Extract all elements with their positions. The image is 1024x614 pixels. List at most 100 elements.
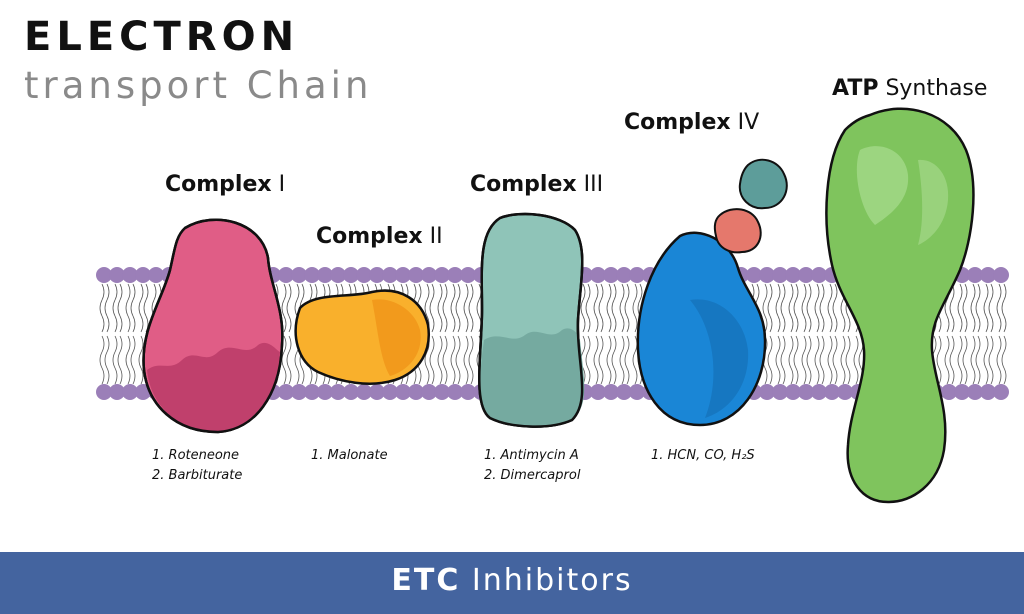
lipid-head: [785, 267, 801, 283]
lipid-tail: [814, 283, 820, 333]
inhibitor-item: 1. Malonate: [311, 448, 388, 463]
lipid-tail: [975, 283, 981, 333]
lipid-tail: [117, 335, 123, 385]
lipid-tail: [944, 335, 950, 385]
lipid-head: [759, 384, 775, 400]
lipid-tail: [99, 335, 105, 385]
lipid-tail: [788, 335, 794, 385]
lipid-head: [278, 267, 294, 283]
lipid-tail: [775, 283, 781, 333]
complex-3-label: Complex III: [470, 172, 604, 197]
lipid-head: [837, 384, 853, 400]
lipid-head: [395, 267, 411, 283]
lipid-head: [343, 267, 359, 283]
lipid-tail: [455, 283, 461, 333]
lipid-tail: [455, 335, 461, 385]
lipid-head: [122, 267, 138, 283]
lipid-tail: [819, 283, 825, 333]
lipid-head: [629, 384, 645, 400]
lipid-tail: [437, 283, 443, 333]
lipid-tail: [832, 283, 838, 333]
lipid-head: [759, 267, 775, 283]
lipid-head: [811, 267, 827, 283]
lipid-head: [798, 384, 814, 400]
lipid-head: [967, 384, 983, 400]
lipid-tail: [468, 283, 474, 333]
lipid-tail: [775, 335, 781, 385]
lipid-tail: [788, 283, 794, 333]
lipid-tail: [117, 283, 123, 333]
complex-3-shape: [477, 212, 585, 428]
lipid-tail: [975, 335, 981, 385]
lipid-head: [603, 267, 619, 283]
lipid-tail: [130, 335, 136, 385]
lipid-tail: [632, 335, 638, 385]
lipid-tail: [624, 335, 630, 385]
lipid-head: [616, 267, 632, 283]
lipid-tail: [593, 335, 599, 385]
lipid-tail: [143, 283, 149, 333]
lipid-head: [811, 384, 827, 400]
lipid-tail: [806, 335, 812, 385]
lipid-head: [941, 384, 957, 400]
lipid-tail: [624, 283, 630, 333]
lipid-tail: [962, 335, 968, 385]
lipid-head: [785, 384, 801, 400]
lipid-head: [356, 384, 372, 400]
inhibitor-item: 1. HCN, CO, H₂S: [651, 448, 755, 463]
lipid-tail: [988, 335, 994, 385]
lipid-head: [447, 384, 463, 400]
complex-1-inhibitors: 1. Roteneone 2. Barbiturate: [152, 446, 242, 486]
lipid-tail: [112, 335, 118, 385]
lipid-tail: [130, 283, 136, 333]
lipid-tail: [281, 283, 287, 333]
lipid-head: [967, 267, 983, 283]
lipid-head: [616, 384, 632, 400]
lipid-tail: [606, 335, 612, 385]
lipid-head: [590, 384, 606, 400]
lipid-tail: [827, 335, 833, 385]
inhibitor-item: 2. Barbiturate: [152, 468, 243, 483]
lipid-tail: [442, 335, 448, 385]
lipid-head: [408, 384, 424, 400]
lipid-tail: [468, 335, 474, 385]
lipid-tail: [996, 283, 1002, 333]
lipid-tail: [463, 283, 469, 333]
lipid-head: [434, 267, 450, 283]
lipid-tail: [762, 283, 768, 333]
lipid-tail: [957, 283, 963, 333]
lipid-tail: [619, 335, 625, 385]
title-sub: transport Chain: [24, 64, 373, 107]
lipid-tail: [437, 335, 443, 385]
lipid-head: [330, 267, 346, 283]
lipid-tail: [827, 283, 833, 333]
lipid-tail: [286, 335, 292, 385]
complex-1-shape: [142, 218, 284, 434]
lipid-tail: [593, 283, 599, 333]
title-main: ELECTRON: [24, 14, 300, 60]
lipid-head: [772, 267, 788, 283]
lipid-head: [369, 384, 385, 400]
lipid-tail: [286, 283, 292, 333]
lipid-tail: [988, 283, 994, 333]
lipid-head: [304, 267, 320, 283]
lipid-tail: [632, 283, 638, 333]
lipid-head: [421, 384, 437, 400]
lipid-head: [954, 384, 970, 400]
lipid-tail: [619, 283, 625, 333]
lipid-tail: [125, 283, 131, 333]
lipid-head: [122, 384, 138, 400]
lipid-head: [330, 384, 346, 400]
lipid-tail: [606, 283, 612, 333]
lipid-tail: [780, 283, 786, 333]
lipid-head: [291, 267, 307, 283]
lipid-head: [590, 267, 606, 283]
lipid-tail: [580, 283, 586, 333]
complex-2-inhibitors: 1. Malonate: [311, 446, 388, 466]
lipid-tail: [983, 283, 989, 333]
lipid-head: [993, 384, 1009, 400]
lipid-head: [382, 384, 398, 400]
lipid-tail: [429, 283, 435, 333]
complex-3-inhibitors: 1. Antimycin A 2. Dimercaprol: [484, 446, 580, 486]
lipid-tail: [281, 335, 287, 385]
